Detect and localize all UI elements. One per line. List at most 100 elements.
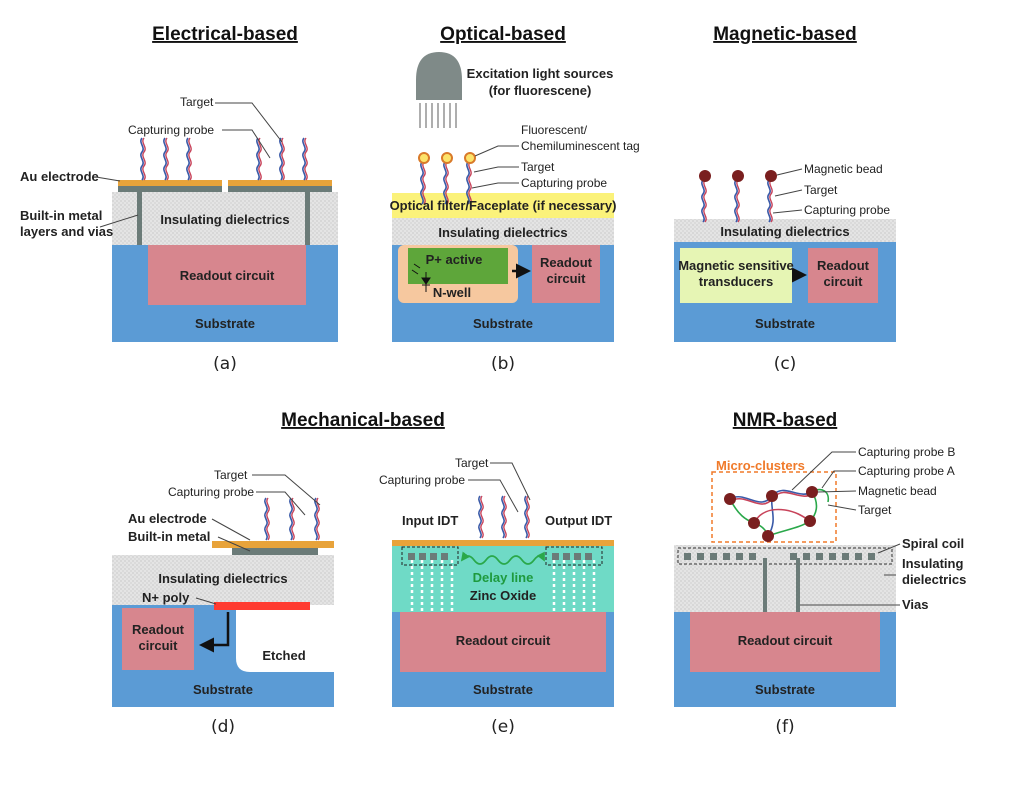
dielectric-layer xyxy=(674,545,896,612)
dielectric-layer xyxy=(112,192,338,245)
heading-magnetic: Magnetic-based xyxy=(713,24,857,45)
magnetic-bead xyxy=(804,515,816,527)
label-coil: Spiral coil xyxy=(902,536,964,551)
label-output-idt: Output IDT xyxy=(545,513,612,528)
spiral-coil-box xyxy=(677,547,893,565)
label-readout-1: Readout xyxy=(132,622,185,637)
probe-strand xyxy=(140,137,146,181)
transducer-block xyxy=(680,248,792,303)
delay-wave xyxy=(460,551,545,565)
n-poly xyxy=(214,602,310,610)
probe-strand xyxy=(289,497,295,541)
heading-nmr: NMR-based xyxy=(733,410,838,431)
light-source-icon xyxy=(416,52,462,100)
probe-strand xyxy=(302,137,308,181)
label-clusters: Micro-clusters xyxy=(716,458,805,473)
readout-block xyxy=(400,612,606,672)
label-readout: Readout circuit xyxy=(456,633,551,648)
label-input-idt: Input IDT xyxy=(402,513,458,528)
metal-layer xyxy=(228,186,332,192)
au-electrode xyxy=(228,180,332,186)
output-idt-box xyxy=(545,546,603,566)
label-p-active: P+ active xyxy=(426,252,483,267)
label-dielectric: Insulating dielectrics xyxy=(720,224,849,239)
label-light-1: Excitation light sources xyxy=(467,66,614,81)
label-target: Target xyxy=(180,95,214,109)
label-readout: Readout circuit xyxy=(180,268,275,283)
panel-a: Insulating dielectrics Readout circuit S… xyxy=(20,95,338,342)
label-substrate: Substrate xyxy=(193,682,253,697)
metal-layer xyxy=(118,186,222,192)
magnetic-bead xyxy=(806,486,818,498)
label-probe-b: Capturing probe B xyxy=(858,445,955,459)
label-readout-2: circuit xyxy=(823,274,863,289)
probe-strand xyxy=(501,495,507,539)
fluorescent-tag xyxy=(418,152,430,164)
label-tag-1: Fluorescent/ xyxy=(521,123,588,137)
via xyxy=(796,558,800,612)
label-electrode: Au electrode xyxy=(20,169,99,184)
label-substrate: Substrate xyxy=(195,316,255,331)
magnetic-bead xyxy=(765,170,777,182)
label-bead: Magnetic bead xyxy=(858,484,937,498)
label-probe: Capturing probe xyxy=(379,473,465,487)
caption-e: (e) xyxy=(491,717,515,737)
caption-b: (b) xyxy=(491,354,515,374)
label-target: Target xyxy=(214,468,248,482)
readout-block xyxy=(690,612,880,672)
label-probe: Capturing probe xyxy=(128,123,214,137)
label-metal: Built-in metal xyxy=(128,529,210,544)
label-target: Target xyxy=(804,183,838,197)
label-probe-a: Capturing probe A xyxy=(858,464,955,478)
label-probe: Capturing probe xyxy=(521,176,607,190)
label-transducer-2: transducers xyxy=(699,274,773,289)
label-dielectric: Insulating dielectrics xyxy=(438,225,567,240)
label-substrate: Substrate xyxy=(473,316,533,331)
magnetic-bead xyxy=(762,530,774,542)
panel-b: Excitation light sources (for fluorescen… xyxy=(390,52,640,342)
label-filter: Optical filter/Faceplate (if necessary) xyxy=(390,198,617,213)
fluorescent-tag xyxy=(464,152,476,164)
magnetic-bead xyxy=(699,170,711,182)
input-idt-box xyxy=(401,546,459,566)
readout-block xyxy=(122,608,194,670)
label-dielectric: Insulating dielectrics xyxy=(160,212,289,227)
heading-electrical: Electrical-based xyxy=(152,24,298,45)
readout-block xyxy=(532,245,600,303)
label-poly: N+ poly xyxy=(142,590,190,605)
readout-block xyxy=(148,245,306,305)
label-probe: Capturing probe xyxy=(804,203,890,217)
label-delay: Delay line xyxy=(473,570,534,585)
probe-strand xyxy=(524,495,530,539)
label-target: Target xyxy=(455,456,489,470)
probe-strand xyxy=(767,179,773,223)
micro-clusters-box xyxy=(711,471,837,543)
label-readout-2: circuit xyxy=(138,638,178,653)
label-readout: Readout circuit xyxy=(738,633,833,648)
panel-e: Target Capturing probe Input IDT Output … xyxy=(379,456,614,707)
label-bead: Magnetic bead xyxy=(804,162,883,176)
magnetic-bead xyxy=(766,490,778,502)
via xyxy=(305,192,310,245)
probe-strand xyxy=(264,497,270,541)
label-probe: Capturing probe xyxy=(168,485,254,499)
au-electrode xyxy=(118,180,222,186)
fluorescent-tag xyxy=(441,152,453,164)
label-electrode: Au electrode xyxy=(128,511,207,526)
probe-strand xyxy=(701,179,707,223)
dielectric-layer xyxy=(674,219,896,242)
label-transducer-1: Magnetic sensitive xyxy=(678,258,794,273)
label-readout-1: Readout xyxy=(540,255,593,270)
au-electrode xyxy=(212,541,334,548)
via xyxy=(763,558,767,612)
via xyxy=(137,192,142,245)
caption-a: (a) xyxy=(213,354,237,374)
magnetic-bead xyxy=(732,170,744,182)
etched-cavity xyxy=(236,605,334,672)
magnetic-bead xyxy=(724,493,736,505)
panel-d: Target Capturing probe Au electrode Buil… xyxy=(112,468,334,707)
label-readout-2: circuit xyxy=(546,271,586,286)
label-light-2: (for fluorescene) xyxy=(489,83,592,98)
dielectric-layer xyxy=(392,218,614,245)
